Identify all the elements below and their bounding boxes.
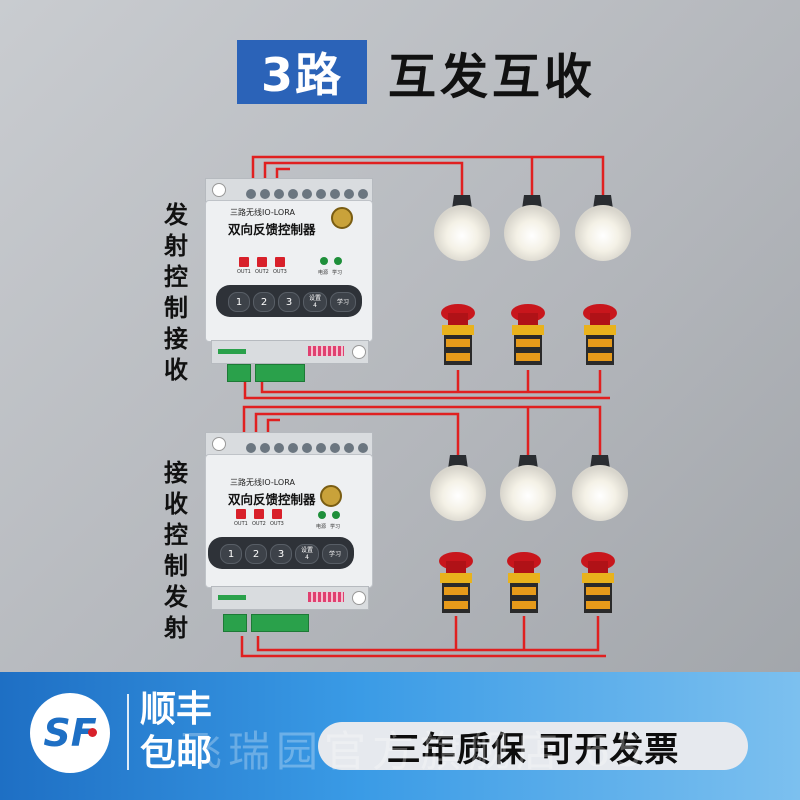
light-bulb-icon <box>434 195 490 261</box>
key-learn[interactable]: 学习 <box>322 544 348 564</box>
light-bulb-icon <box>500 455 556 521</box>
out1-indicator <box>239 257 249 267</box>
emergency-stop-button-icon[interactable] <box>439 552 473 613</box>
model-label: 三路无线IO-LORA <box>230 208 295 217</box>
learn-led-label: 学习 <box>332 270 343 276</box>
antenna-connector-icon <box>331 207 353 229</box>
learn-led <box>332 511 340 519</box>
controller-panel: 三路无线IO-LORA 双向反馈控制器 OUT1 OUT2 OUT3 电源 学习… <box>205 200 373 342</box>
learn-led <box>334 257 342 265</box>
emergency-stop-button-icon[interactable] <box>511 304 545 365</box>
device-name: 双向反馈控制器 <box>228 222 316 237</box>
light-bulb-icon <box>430 455 486 521</box>
terminal-strip-bottom <box>211 586 369 610</box>
terminal-block-right <box>255 364 305 382</box>
key-2[interactable]: 2 <box>253 292 275 312</box>
antenna-connector-icon <box>320 485 342 507</box>
terminal-strip-top <box>205 432 373 456</box>
out3-indicator <box>275 257 285 267</box>
learn-led-label: 学习 <box>330 524 341 530</box>
side-label-bottom: 接收控 制发射 <box>164 459 188 642</box>
out3-label: OUT3 <box>270 521 284 527</box>
sf-logo-text: SF <box>43 711 97 755</box>
power-led <box>318 511 326 519</box>
terminal-strip-bottom <box>211 340 369 364</box>
power-led-label: 电源 <box>316 524 327 530</box>
key-1[interactable]: 1 <box>228 292 250 312</box>
sf-logo-icon: SF <box>30 693 110 773</box>
terminal-block-left <box>223 614 247 632</box>
out1-label: OUT1 <box>237 269 251 275</box>
key-3[interactable]: 3 <box>270 544 292 564</box>
out1-indicator <box>236 509 246 519</box>
light-bulb-icon <box>572 455 628 521</box>
emergency-stop-button-icon[interactable] <box>441 304 475 365</box>
out3-indicator <box>272 509 282 519</box>
title-text: 互发互收 <box>388 49 597 105</box>
key-learn[interactable]: 学习 <box>330 292 356 312</box>
light-bulb-icon <box>575 195 631 261</box>
out1-label: OUT1 <box>234 521 248 527</box>
device-name: 双向反馈控制器 <box>228 492 316 507</box>
out3-label: OUT3 <box>273 269 287 275</box>
controller-top: 三路无线IO-LORA 双向反馈控制器 OUT1 OUT2 OUT3 电源 学习… <box>205 178 373 383</box>
side-label-top: 发射控 制接收 <box>164 201 188 384</box>
power-led <box>320 257 328 265</box>
courier-text: 顺丰 包邮 <box>140 689 213 774</box>
model-label: 三路无线IO-LORA <box>230 478 295 487</box>
controller-panel: 三路无线IO-LORA 双向反馈控制器 OUT1 OUT2 OUT3 电源 学习… <box>205 454 373 588</box>
out2-indicator <box>257 257 267 267</box>
terminal-block-left <box>227 364 251 382</box>
emergency-stop-button-icon[interactable] <box>581 552 615 613</box>
out2-indicator <box>254 509 264 519</box>
title-badge: 3路 <box>237 40 367 104</box>
out2-label: OUT2 <box>255 269 269 275</box>
banner-divider <box>127 694 129 770</box>
emergency-stop-button-icon[interactable] <box>583 304 617 365</box>
out2-label: OUT2 <box>252 521 266 527</box>
sf-logo-dot <box>88 728 97 737</box>
key-2[interactable]: 2 <box>245 544 267 564</box>
terminal-block-right <box>251 614 309 632</box>
light-bulb-icon <box>504 195 560 261</box>
power-led-label: 电源 <box>318 270 329 276</box>
key-3[interactable]: 3 <box>278 292 300 312</box>
warranty-pill: 三年质保 可开发票 <box>318 722 748 770</box>
key-1[interactable]: 1 <box>220 544 242 564</box>
controller-bottom: 三路无线IO-LORA 双向反馈控制器 OUT1 OUT2 OUT3 电源 学习… <box>205 432 373 637</box>
emergency-stop-button-icon[interactable] <box>507 552 541 613</box>
store-watermark: 飞瑞园官方旗舰店 65 <box>180 727 649 776</box>
